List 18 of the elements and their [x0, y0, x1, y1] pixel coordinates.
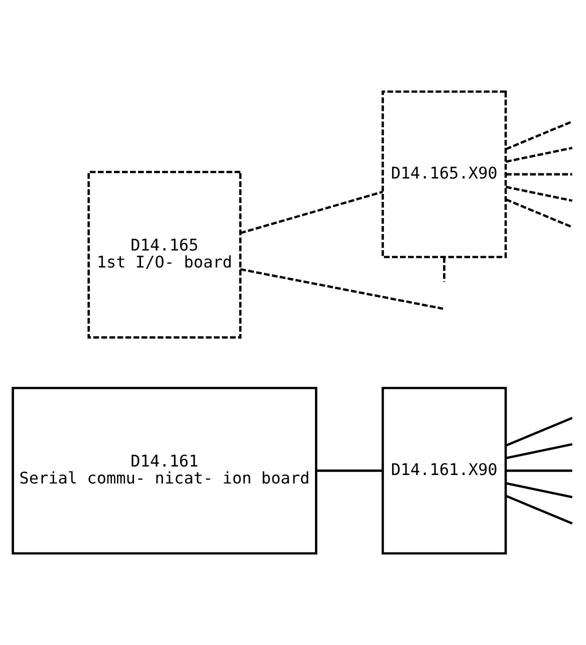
connector: [240, 268, 444, 310]
connector: [506, 470, 572, 472]
connector: [505, 416, 573, 447]
connector: [505, 120, 573, 150]
connector: [506, 173, 572, 176]
connector: [240, 190, 384, 234]
connector: [506, 443, 572, 460]
connector: [506, 482, 572, 498]
connector: [316, 470, 383, 472]
connector: [506, 146, 572, 163]
connector: [506, 186, 572, 202]
node-box: D14.165 1st I/O- board: [88, 170, 242, 339]
node-box: D14.161 Serial commu- nicat- ion board: [12, 386, 318, 555]
connector: [505, 494, 573, 525]
connector: [505, 198, 573, 228]
node-box: D14.161.X90: [382, 386, 507, 555]
node-box: D14.165.X90: [382, 90, 507, 258]
connector: [443, 257, 446, 282]
